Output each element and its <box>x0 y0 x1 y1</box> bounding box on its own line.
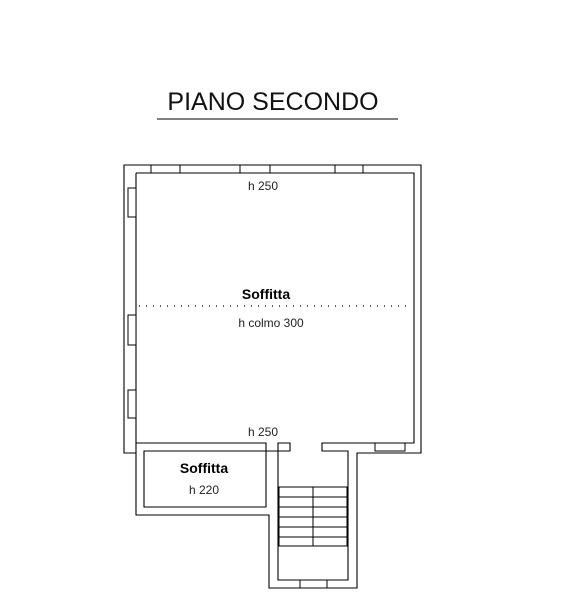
room-name-small: Soffitta <box>180 460 228 476</box>
room-height-small: h 220 <box>189 483 219 497</box>
room-name-main: Soffitta <box>242 286 290 302</box>
plan-title: PIANO SECONDO <box>167 88 378 116</box>
outer-walls <box>123 164 422 589</box>
room-height-main: h colmo 300 <box>238 316 304 330</box>
height-label-top: h 250 <box>248 179 278 193</box>
height-label-bottom: h 250 <box>248 425 278 439</box>
inner-walls <box>135 172 415 581</box>
windows <box>127 164 406 589</box>
staircase <box>278 486 348 547</box>
